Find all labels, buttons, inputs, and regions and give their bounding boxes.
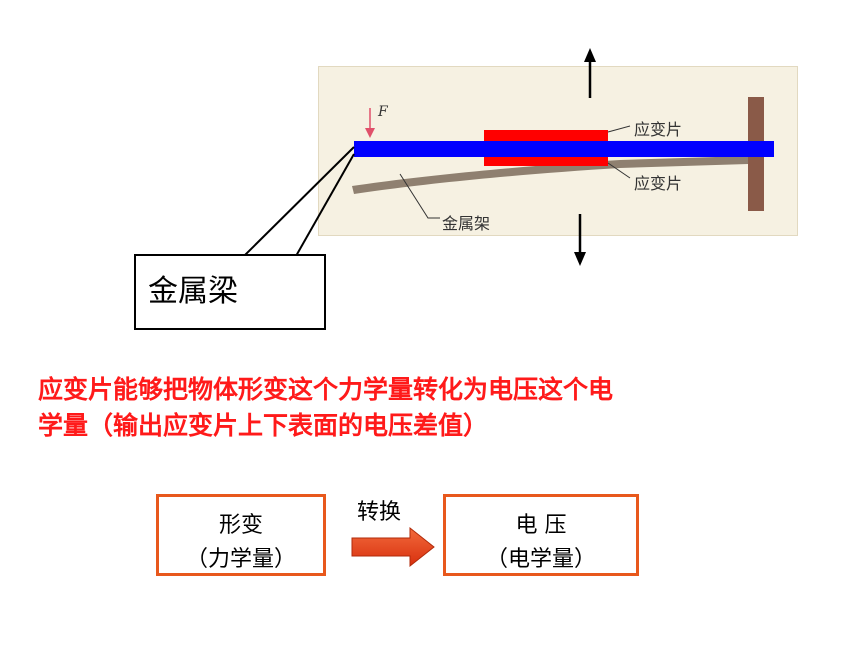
voltage-title: 电 压 — [515, 513, 567, 538]
deformation-subtitle: （力学量） — [185, 547, 296, 572]
top-gauge-leader — [607, 125, 631, 133]
top-gauge-label: 应变片 — [634, 120, 683, 139]
force-arrow-head — [365, 128, 375, 138]
convert-arrow — [351, 526, 435, 568]
statement-line-1: 应变片能够把物体形变这个力学量转化为电压这个电 — [38, 375, 614, 404]
bottom-gauge-leader — [607, 162, 631, 179]
top-strain-gauge — [484, 130, 608, 141]
statement-line-2: 学量（输出应变片上下表面的电压差值） — [38, 411, 489, 440]
voltage-subtitle: （电学量） — [485, 547, 596, 572]
metal-beam — [354, 141, 774, 157]
metal-beam-callout: 金属梁 — [134, 254, 326, 330]
frame-leader — [399, 173, 440, 219]
up-arrow-head — [584, 48, 596, 62]
down-arrow-head — [574, 252, 586, 266]
statement-text: 应变片能够把物体形变这个力学量转化为电压这个电 学量（输出应变片上下表面的电压差… — [38, 372, 838, 444]
convert-label: 转换 — [357, 500, 402, 525]
deformation-box: 形变 （力学量） — [156, 494, 326, 576]
callout-label: 金属梁 — [148, 274, 238, 309]
bottom-strain-gauge — [484, 157, 608, 166]
frame-label: 金属架 — [442, 214, 491, 233]
voltage-box: 电 压 （电学量） — [443, 494, 639, 576]
metal-frame — [352, 156, 748, 194]
callout-pointer-right — [295, 153, 355, 257]
bottom-gauge-label: 应变片 — [634, 174, 683, 193]
deformation-title: 形变 — [218, 513, 263, 538]
callout-pointer-left — [243, 146, 355, 257]
force-label: F — [378, 104, 388, 120]
